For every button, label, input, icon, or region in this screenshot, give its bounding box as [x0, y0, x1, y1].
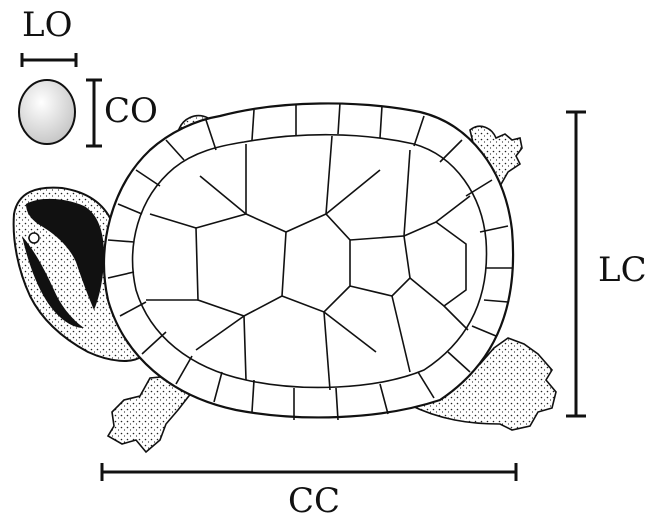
- egg-width-bar: [86, 80, 102, 146]
- carapace-width-label: LC: [598, 253, 647, 287]
- egg-group: [19, 53, 102, 146]
- carapace-width-bar: [566, 112, 586, 416]
- carapace-length-bar: [102, 463, 516, 481]
- egg-length-label: LO: [22, 8, 72, 42]
- eye: [29, 233, 39, 243]
- egg-length-bar: [22, 53, 76, 67]
- egg-width-label: CO: [104, 94, 158, 128]
- carapace-length-label: CC: [288, 484, 340, 518]
- egg: [19, 80, 75, 144]
- turtle-carapace: [104, 103, 513, 420]
